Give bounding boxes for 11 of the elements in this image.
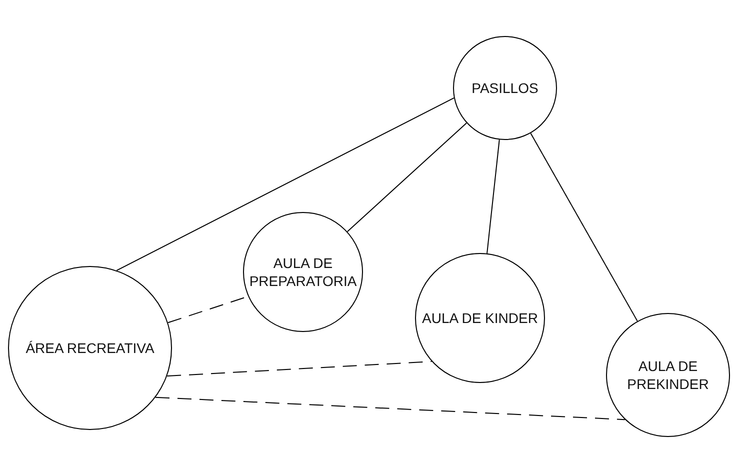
node-label: PASILLOS — [470, 79, 540, 97]
node-label: AULA DE KINDER — [421, 309, 539, 327]
connector-line — [530, 132, 638, 322]
dashed-connector — [155, 396, 626, 420]
dashed-connector — [166, 361, 432, 377]
node-label: AULA DE PREKINDER — [626, 357, 710, 393]
connector-line — [116, 97, 454, 271]
node-label: ÁREA RECREATIVA — [24, 339, 156, 357]
connector-line — [346, 122, 468, 232]
node-label: AULA DE PREPARATORIA — [248, 254, 358, 290]
connector-line — [486, 139, 500, 254]
